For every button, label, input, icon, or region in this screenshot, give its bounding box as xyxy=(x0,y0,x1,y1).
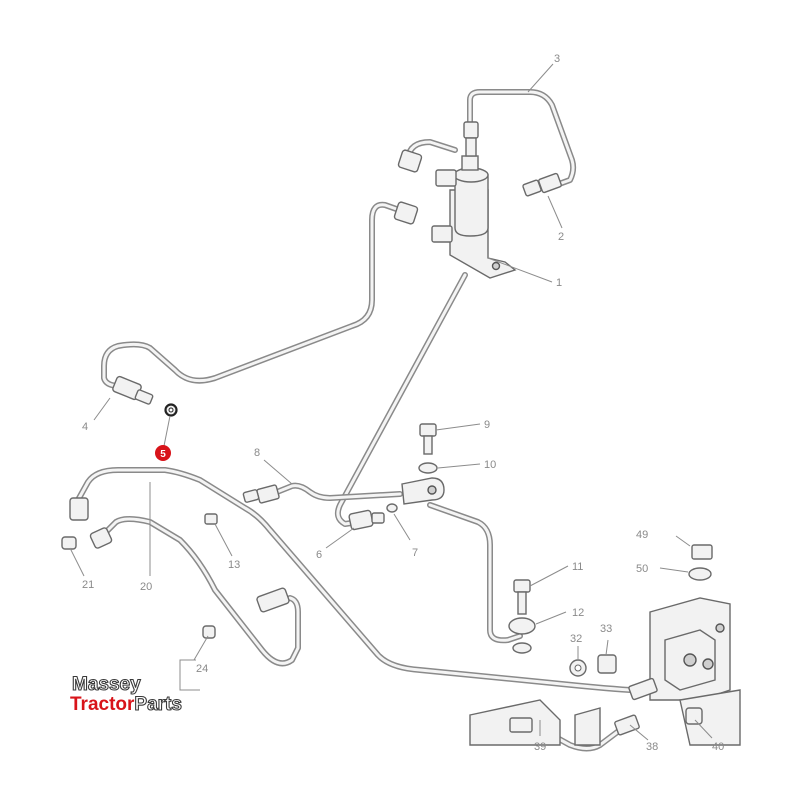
callout-10: 10 xyxy=(484,459,496,471)
fitting-part-6 xyxy=(348,509,385,531)
callout-5: 5 xyxy=(160,449,166,460)
washer-part-7 xyxy=(386,503,398,513)
callout-20: 20 xyxy=(140,581,152,593)
callout-13: 13 xyxy=(228,559,240,571)
watermark-logo: Massey TractorParts xyxy=(70,673,183,715)
pipe-11 xyxy=(427,502,523,644)
washer-part-50 xyxy=(688,567,712,581)
o-ring-part-5 xyxy=(164,403,178,417)
fitting-part-2 xyxy=(522,172,562,197)
callout-labels: 1 2 3 4 6 7 8 9 10 11 12 13 20 21 24 32 … xyxy=(82,53,724,753)
logo-word-parts: Parts xyxy=(134,694,182,715)
callout-24: 24 xyxy=(196,663,208,675)
callout-39: 39 xyxy=(534,741,546,753)
callout-8: 8 xyxy=(254,447,260,459)
callout-11: 11 xyxy=(572,561,583,573)
valve-block-part-1 xyxy=(431,121,517,279)
banjo-part-12 xyxy=(508,617,536,654)
highlighted-callout-5[interactable]: 5 xyxy=(155,445,171,461)
svg-text:TractorParts: TractorParts xyxy=(70,694,182,715)
callout-33: 33 xyxy=(600,623,612,635)
fitting-part-4 xyxy=(112,375,154,405)
fitting-part-13 xyxy=(204,513,218,525)
bolt-part-11 xyxy=(513,579,531,615)
banjo-fitting xyxy=(401,477,445,505)
leader-lines xyxy=(69,63,713,741)
bolt-part-9 xyxy=(419,423,437,455)
callout-1: 1 xyxy=(556,277,562,289)
plug-part-49 xyxy=(691,544,713,560)
callout-6: 6 xyxy=(316,549,322,561)
callout-9: 9 xyxy=(484,419,490,431)
fitting-part-20 xyxy=(69,497,113,549)
pipe-4 xyxy=(101,201,408,389)
callout-12: 12 xyxy=(572,607,584,619)
cap-part-21 xyxy=(61,536,77,550)
callout-3: 3 xyxy=(554,53,560,65)
callout-2: 2 xyxy=(558,231,564,243)
callout-4: 4 xyxy=(82,421,88,433)
callout-50: 50 xyxy=(636,563,648,575)
callout-7: 7 xyxy=(412,547,418,559)
cap-part-24 xyxy=(202,625,216,639)
plug-part-33 xyxy=(597,654,617,674)
union-fitting xyxy=(256,587,290,613)
pipe-3 xyxy=(467,89,577,191)
logo-word-tractor: Tractor xyxy=(70,694,135,715)
callout-40: 40 xyxy=(712,741,724,753)
fitting-part-8 xyxy=(242,484,280,504)
pipe-8 xyxy=(269,482,403,501)
washer-part-10 xyxy=(418,462,438,474)
logo-line-massey: Massey xyxy=(72,674,141,695)
pipe-lower-loop xyxy=(97,516,301,667)
pump-body xyxy=(469,597,741,746)
washer-part-32 xyxy=(569,659,587,677)
callout-32: 32 xyxy=(570,633,582,645)
pipe-20 xyxy=(75,467,633,693)
callout-49: 49 xyxy=(636,529,648,541)
pipe-6 xyxy=(334,272,468,527)
callout-38: 38 xyxy=(646,741,658,753)
nut-upper-left xyxy=(393,149,423,225)
callout-21: 21 xyxy=(82,579,94,591)
